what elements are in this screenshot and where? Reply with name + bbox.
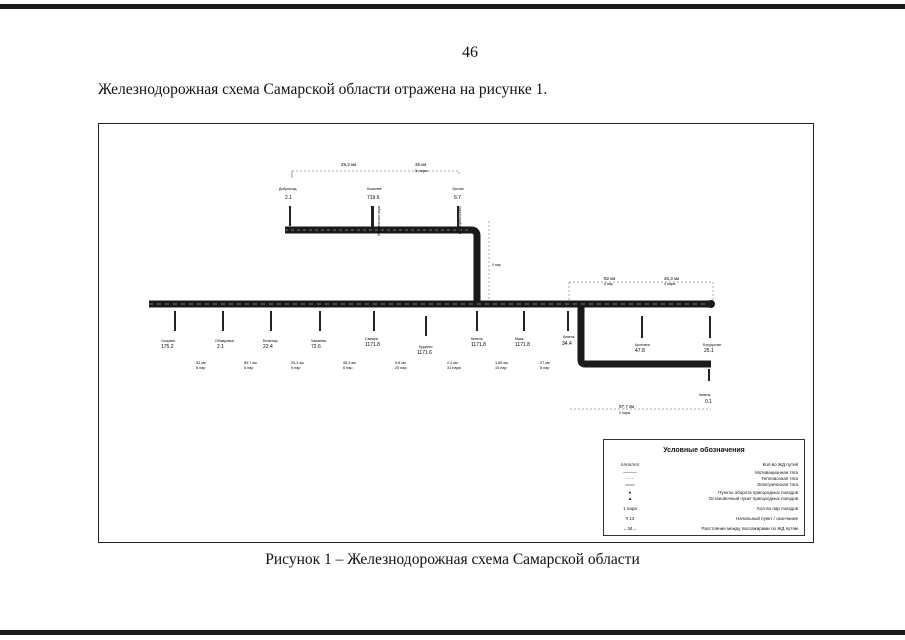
svg-text:6.7: 6.7 [454,195,461,201]
branch-station-2: Бугуруслан 25.1 [703,343,721,354]
top-distance-3: 5 пары [415,168,428,173]
legend-title: Условные обозначения [663,447,745,454]
top-distance-2: 35 км [415,162,426,167]
main-stations [174,311,711,338]
svg-text:Самара: Самара [365,337,378,341]
svg-text:0.1: 0.1 [705,399,712,405]
main-station-2: Обшаровка 2.1 [215,339,234,350]
legend-row-4: ═══Электрическая тяга [625,482,798,487]
svg-text:0 пар: 0 пар [492,263,501,267]
lower-distances: 32 км 5 пар 80,7 км 5 пар 20,3 км 9 пар … [196,361,550,370]
legend-row-6: ▲Остановочный пункт пригородных поездов [627,496,798,501]
svg-text:1171.8: 1171.8 [365,342,380,348]
page-number: 46 [462,44,478,61]
svg-text:Доброград: Доброград [279,187,296,191]
svg-text:1,66 км: 1,66 км [495,361,508,365]
svg-text:175.2: 175.2 [161,344,174,350]
svg-text:Бугуруслан: Бугуруслан [703,343,721,347]
svg-text:15 пар: 15 пар [495,366,507,370]
figure-caption: Рисунок 1 – Железнодорожная схема Самарс… [265,551,640,568]
main-station-5: Самара 1171.8 [365,337,380,348]
svg-text:25.1: 25.1 [704,348,714,354]
right-distance-4: 4 пары [664,282,676,286]
svg-text:9 пар: 9 пар [291,366,300,370]
railway-diagram-figure: 25,3 км 35 км 5 пары Доброград 2.1 Кошел… [98,123,814,543]
svg-text:719.6: 719.6 [367,195,380,201]
svg-text:22.4: 22.4 [263,344,273,350]
legend-row-5: ●Пункты оборота пригородных поездов [628,490,798,495]
svg-text:34.4: 34.4 [562,341,572,347]
legend-row-3: - - -Тепловозная тяга [626,476,799,481]
main-station-3: Безенчук 22.4 [263,339,278,350]
svg-text:6 пар: 6 пар [343,366,352,370]
right-distance-1: 82 км [604,276,615,281]
svg-text:Чапаевск: Чапаевск [311,339,327,343]
svg-text:9,6 км: 9,6 км [395,361,406,365]
svg-text:31 пара: 31 пара [447,366,462,370]
svg-text:Обшаровка: Обшаровка [215,339,234,343]
vertical-label-1: Жигулевское море [377,206,381,236]
south-station: Кинель 0.1 [699,393,712,405]
top-distance-1: 25,3 км [341,162,356,167]
svg-text:20 пар: 20 пар [395,366,407,370]
bottom-border-rule [0,630,905,635]
railway-diagram: 25,3 км 35 км 5 пары Доброград 2.1 Кошел… [149,162,721,415]
svg-text:2.1: 2.1 [217,344,224,350]
south-distance-2: 2 пары [619,411,631,415]
svg-text:Сызрань: Сызрань [161,339,175,343]
svg-text:8 пар: 8 пар [540,366,549,370]
svg-text:1171.6: 1171.6 [417,350,432,356]
svg-text:Курумоч: Курумоч [419,345,433,349]
south-distance-1: 97,7 км [619,404,634,409]
branch-station-1: Кротовка 47.8 [635,343,650,354]
svg-text:72.6: 72.6 [311,344,321,350]
main-station-8: Маяк 1171.8 [515,337,530,348]
main-station-1: Сызрань 175.2 [161,339,175,350]
svg-text:Кошелев: Кошелев [367,187,382,191]
vertical-label-2: Новокуйбышевск [458,206,462,234]
top-border-rule [0,4,905,9]
svg-text:80,7 км: 80,7 км [244,361,257,365]
right-distance-2: 6 пар [604,282,613,286]
svg-text:1171.8: 1171.8 [471,342,486,348]
upper-track [285,226,481,304]
svg-text:45,3 км: 45,3 км [343,361,356,365]
svg-text:Маяк: Маяк [515,337,524,341]
svg-text:5 пар: 5 пар [196,366,205,370]
svg-text:5 пар: 5 пар [244,366,253,370]
svg-text:Кинель: Кинель [471,337,483,341]
top-station-2: Кошелев 719.6 [367,187,382,201]
branch-track [577,306,711,368]
svg-text:Урочни: Урочни [452,187,464,191]
svg-text:Безенчук: Безенчук [263,339,278,343]
svg-text:27 км: 27 км [540,361,550,365]
svg-text:2.1: 2.1 [285,195,292,201]
svg-text:Кротовка: Кротовка [635,343,650,347]
main-station-9: Кинель 34.4 [562,335,575,347]
main-station-7: Кинель 1171.8 [471,337,486,348]
svg-text:20,3 км: 20,3 км [291,361,304,365]
svg-text:1171.8: 1171.8 [515,342,530,348]
svg-text:Кинель: Кинель [699,393,711,397]
legend-row-2: ———Мотивационная тяга [623,470,798,475]
right-distance-3: 46,3 км [664,276,679,281]
svg-text:2,2 км: 2,2 км [447,361,458,365]
svg-text:Кинель: Кинель [563,335,575,339]
intro-paragraph: Железнодорожная схема Самарской области … [98,81,548,98]
legend-row-9: ←34→Расстояние между пассажирами по ЖД п… [622,526,798,531]
main-station-4: Чапаевск 72.6 [311,339,327,350]
svg-text:47.8: 47.8 [635,348,645,354]
top-station-1: Доброград 2.1 [279,187,296,201]
svg-text:32 км: 32 км [196,361,206,365]
main-station-6: Курумоч 1171.6 [417,345,433,356]
top-station-3: Урочни 6.7 [452,187,464,201]
